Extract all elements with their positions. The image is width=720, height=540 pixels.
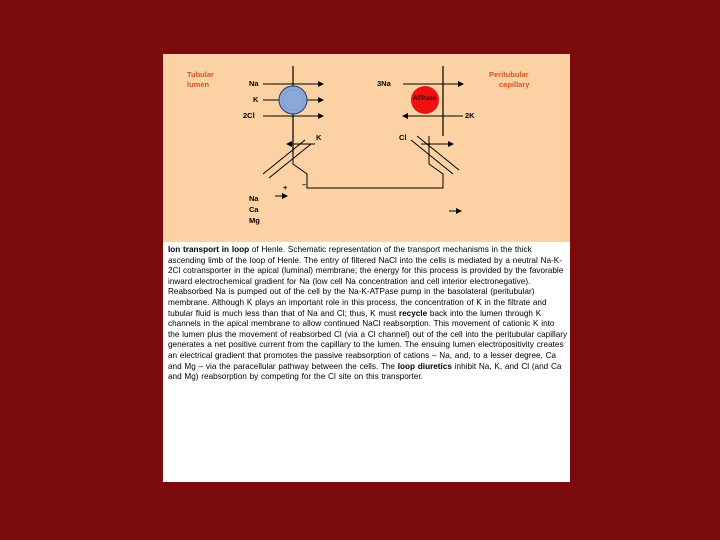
para-ca-label: Ca xyxy=(249,205,259,214)
na-k-atpase-pump xyxy=(411,86,439,114)
diagram-lines xyxy=(262,66,464,214)
minus-sign: – xyxy=(302,180,307,189)
para-na-label: Na xyxy=(249,194,259,203)
caption-recycle: recycle xyxy=(398,308,428,318)
plus-sign: + xyxy=(283,183,288,192)
2k-label: 2K xyxy=(465,111,475,120)
caption-text-2: back into the lumen through K channels i… xyxy=(168,308,568,371)
na-label: Na xyxy=(249,79,259,88)
figure: Tubular lumen Peritubular capillary Na K… xyxy=(163,54,570,482)
caption-text-3: inhibit Na, K, and Cl (and Ca and Mg) re… xyxy=(168,361,562,382)
tight-junction-right-b xyxy=(416,135,460,171)
peritubular-label-1: Peritubular xyxy=(489,70,529,79)
tight-junction-right-a xyxy=(410,139,454,175)
k-label: K xyxy=(253,95,259,104)
pump-label: ATPase xyxy=(413,95,437,102)
tight-junction-left-a xyxy=(262,139,306,175)
3na-label: 3Na xyxy=(377,79,391,88)
cell-outline xyxy=(292,136,444,189)
2cl-label: 2Cl xyxy=(243,111,255,120)
cotransporter-texture xyxy=(282,89,304,111)
caption-text-1: of Henle. Schematic representation of th… xyxy=(168,245,564,318)
k-channel-label: K xyxy=(316,133,322,142)
peritubular-label-2: capillary xyxy=(499,80,530,89)
para-mg-label: Mg xyxy=(249,216,260,225)
caption-loop-diuretics: loop diuretics xyxy=(397,361,452,371)
figure-caption: Ion transport in loop of Henle. Schemati… xyxy=(168,245,568,383)
caption-title: Ion transport in loop xyxy=(168,245,250,254)
cl-channel-label: Cl xyxy=(399,133,407,142)
tubular-lumen-label-1: Tubular xyxy=(187,70,214,79)
tubular-lumen-label-2: lumen xyxy=(187,80,210,89)
diagram-panel: Tubular lumen Peritubular capillary Na K… xyxy=(163,54,570,242)
tight-junction-left-b xyxy=(268,143,312,179)
